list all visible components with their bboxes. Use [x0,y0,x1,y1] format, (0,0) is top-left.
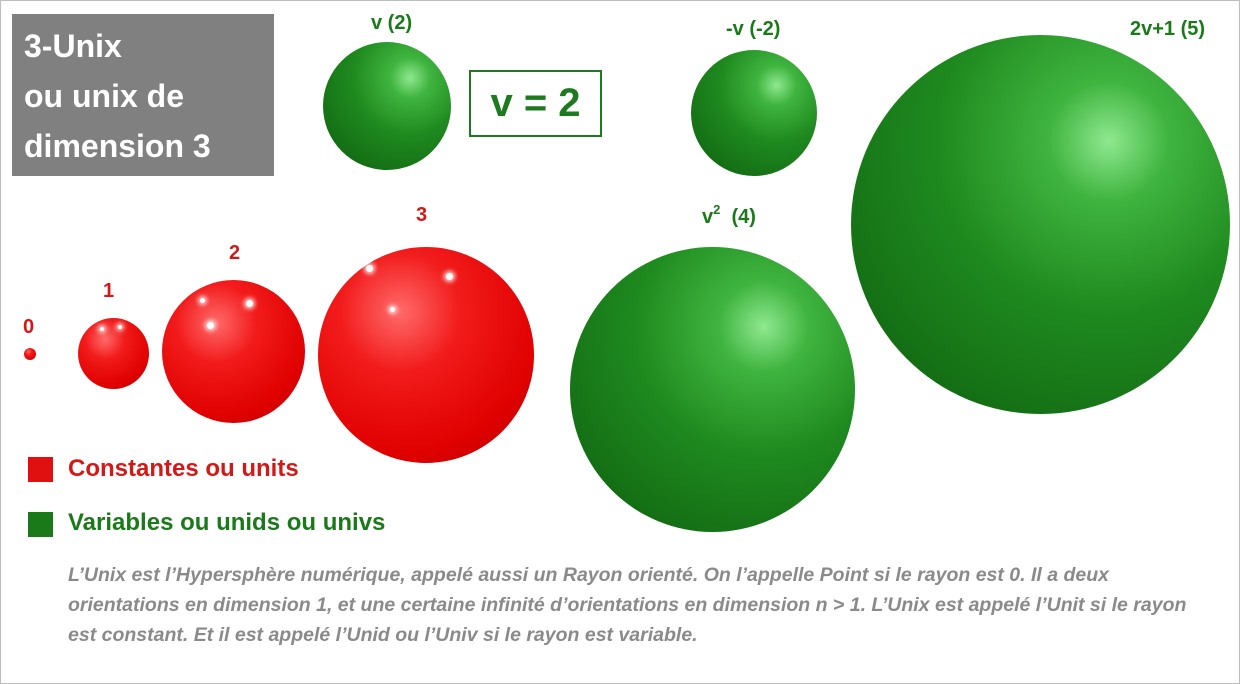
sphere-v-label: v (2) [371,12,412,35]
label-exponent: 2 [713,202,720,217]
sphere-highlight [246,300,253,307]
label-base: v [702,206,713,228]
legend-green-swatch [28,512,53,537]
sphere-3 [318,247,534,463]
label-value: (4) [720,206,756,228]
sphere-highlight [390,307,395,312]
sphere-2v-plus-1 [851,35,1230,414]
title-line-3: dimension 3 [24,128,211,165]
sphere-highlight [200,298,205,303]
caption-paragraph: L’Unix est l’Hypersphère numérique, appe… [68,560,1188,650]
legend-variables-label: Variables ou unids ou univs [68,509,385,537]
sphere-highlight [207,322,214,329]
sphere-neg-v-label: -v (-2) [726,18,780,41]
title-line-2: ou unix de [24,78,184,115]
sphere-v-squared [570,247,855,532]
sphere-1 [78,318,149,389]
sphere-2-label: 2 [229,242,240,265]
sphere-v-squared-label: v2 (4) [702,206,756,229]
sphere-highlight [366,265,373,272]
title-box: 3-Unix ou unix de dimension 3 [12,14,274,176]
sphere-3-label: 3 [416,204,427,227]
sphere-0-label: 0 [23,316,34,339]
v-value-box: v = 2 [469,70,602,137]
legend-red-swatch [28,457,53,482]
sphere-highlight [446,273,453,280]
sphere-1-label: 1 [103,280,114,303]
legend-constants-label: Constantes ou units [68,455,299,483]
sphere-0-point [24,348,36,360]
sphere-highlight [100,327,104,331]
sphere-neg-v [691,50,817,176]
sphere-v [323,42,451,170]
sphere-2v-plus-1-label: 2v+1 (5) [1130,18,1205,41]
sphere-highlight [118,325,122,329]
sphere-2 [162,280,305,423]
title-line-1: 3-Unix [24,28,122,65]
